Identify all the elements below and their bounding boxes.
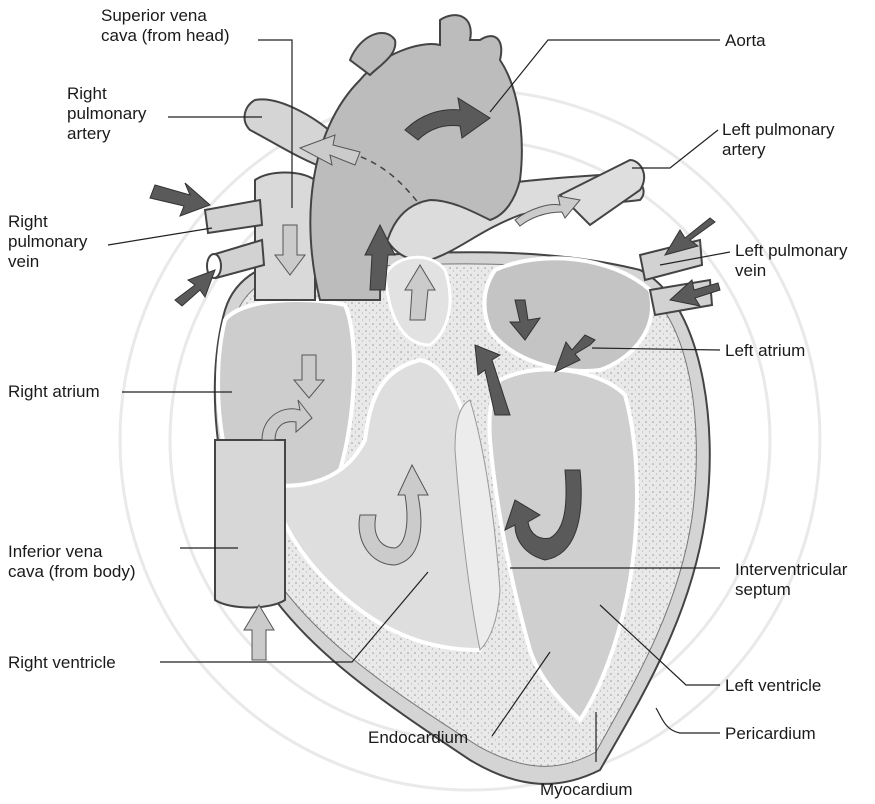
label-endocardium: Endocardium — [368, 728, 468, 748]
arrow-rpv-bottom — [175, 270, 215, 306]
label-pericardium: Pericardium — [725, 724, 816, 744]
label-aorta: Aorta — [725, 31, 766, 51]
label-left-ventricle: Left ventricle — [725, 676, 821, 696]
inferior-vena-cava — [215, 440, 285, 608]
label-superior-vena-cava: Superior vena cava (from head) — [101, 6, 230, 46]
arrow-rpv-top — [150, 183, 210, 216]
arrow-ivc — [244, 605, 274, 660]
label-left-atrium: Left atrium — [725, 341, 805, 361]
label-interventricular-septum: Interventricular septum — [735, 560, 847, 600]
label-left-pulmonary-artery: Left pulmonary artery — [722, 120, 834, 160]
label-myocardium: Myocardium — [540, 780, 633, 800]
label-right-pulmonary-vein: Right pulmonary vein — [8, 212, 87, 272]
label-right-ventricle: Right ventricle — [8, 653, 116, 673]
label-right-pulmonary-artery: Right pulmonary artery — [67, 84, 146, 144]
label-left-pulmonary-vein: Left pulmonary vein — [735, 241, 847, 281]
label-inferior-vena-cava: Inferior vena cava (from body) — [8, 542, 136, 582]
label-right-atrium: Right atrium — [8, 382, 100, 402]
